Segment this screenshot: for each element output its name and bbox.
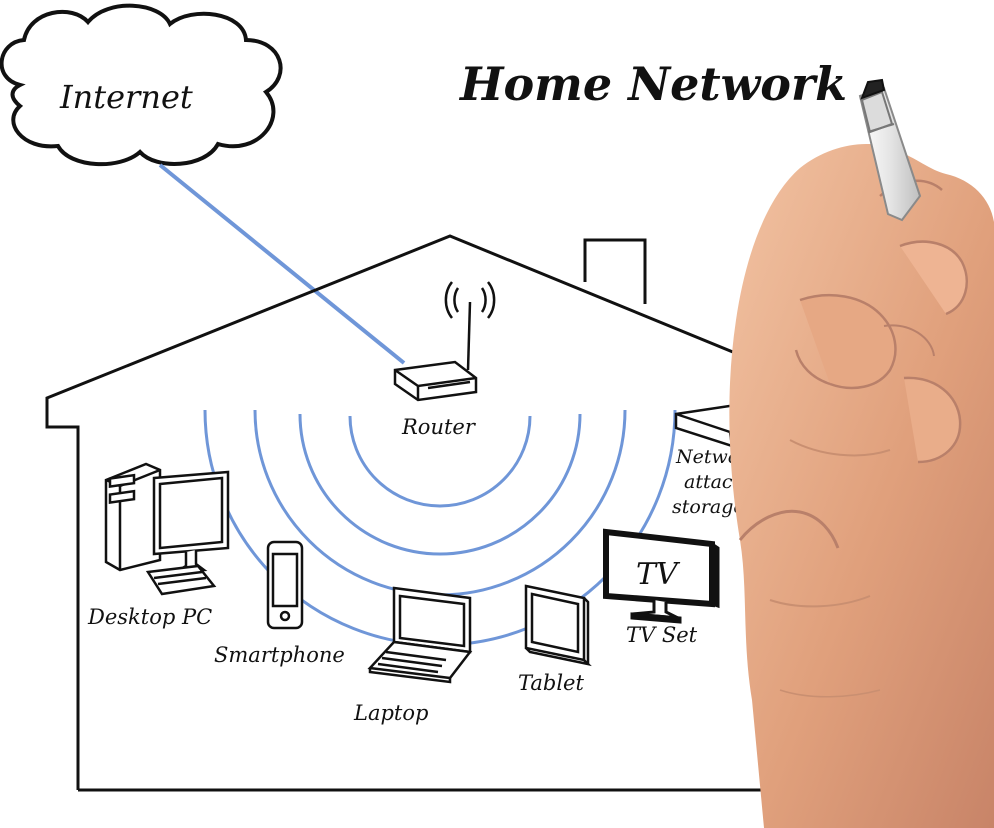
- tv-set-label: TV Set: [626, 623, 698, 647]
- laptop-icon: [367, 586, 473, 684]
- chimney: [583, 238, 647, 304]
- cloud-icon: [0, 3, 283, 167]
- tablet-label: Tablet: [518, 671, 584, 695]
- tablet-icon: [524, 584, 592, 667]
- tv-screen-label: TV: [636, 557, 681, 592]
- diagram-title: Home Network: [458, 57, 847, 111]
- cloud-label: Internet: [59, 78, 193, 116]
- laptop-label: Laptop: [353, 701, 428, 725]
- smartphone-label: Smartphone: [214, 643, 345, 667]
- smartphone-icon: [266, 540, 304, 630]
- router-icon: [393, 281, 496, 402]
- router-label: Router: [401, 415, 477, 439]
- internet-connection-line: [158, 163, 406, 365]
- tv-icon: [603, 528, 720, 624]
- hand-with-marker-icon: [729, 78, 994, 828]
- desktop-pc-label: Desktop PC: [87, 605, 212, 629]
- desktop-pc-icon: [104, 462, 230, 596]
- marker-icon: [858, 78, 922, 222]
